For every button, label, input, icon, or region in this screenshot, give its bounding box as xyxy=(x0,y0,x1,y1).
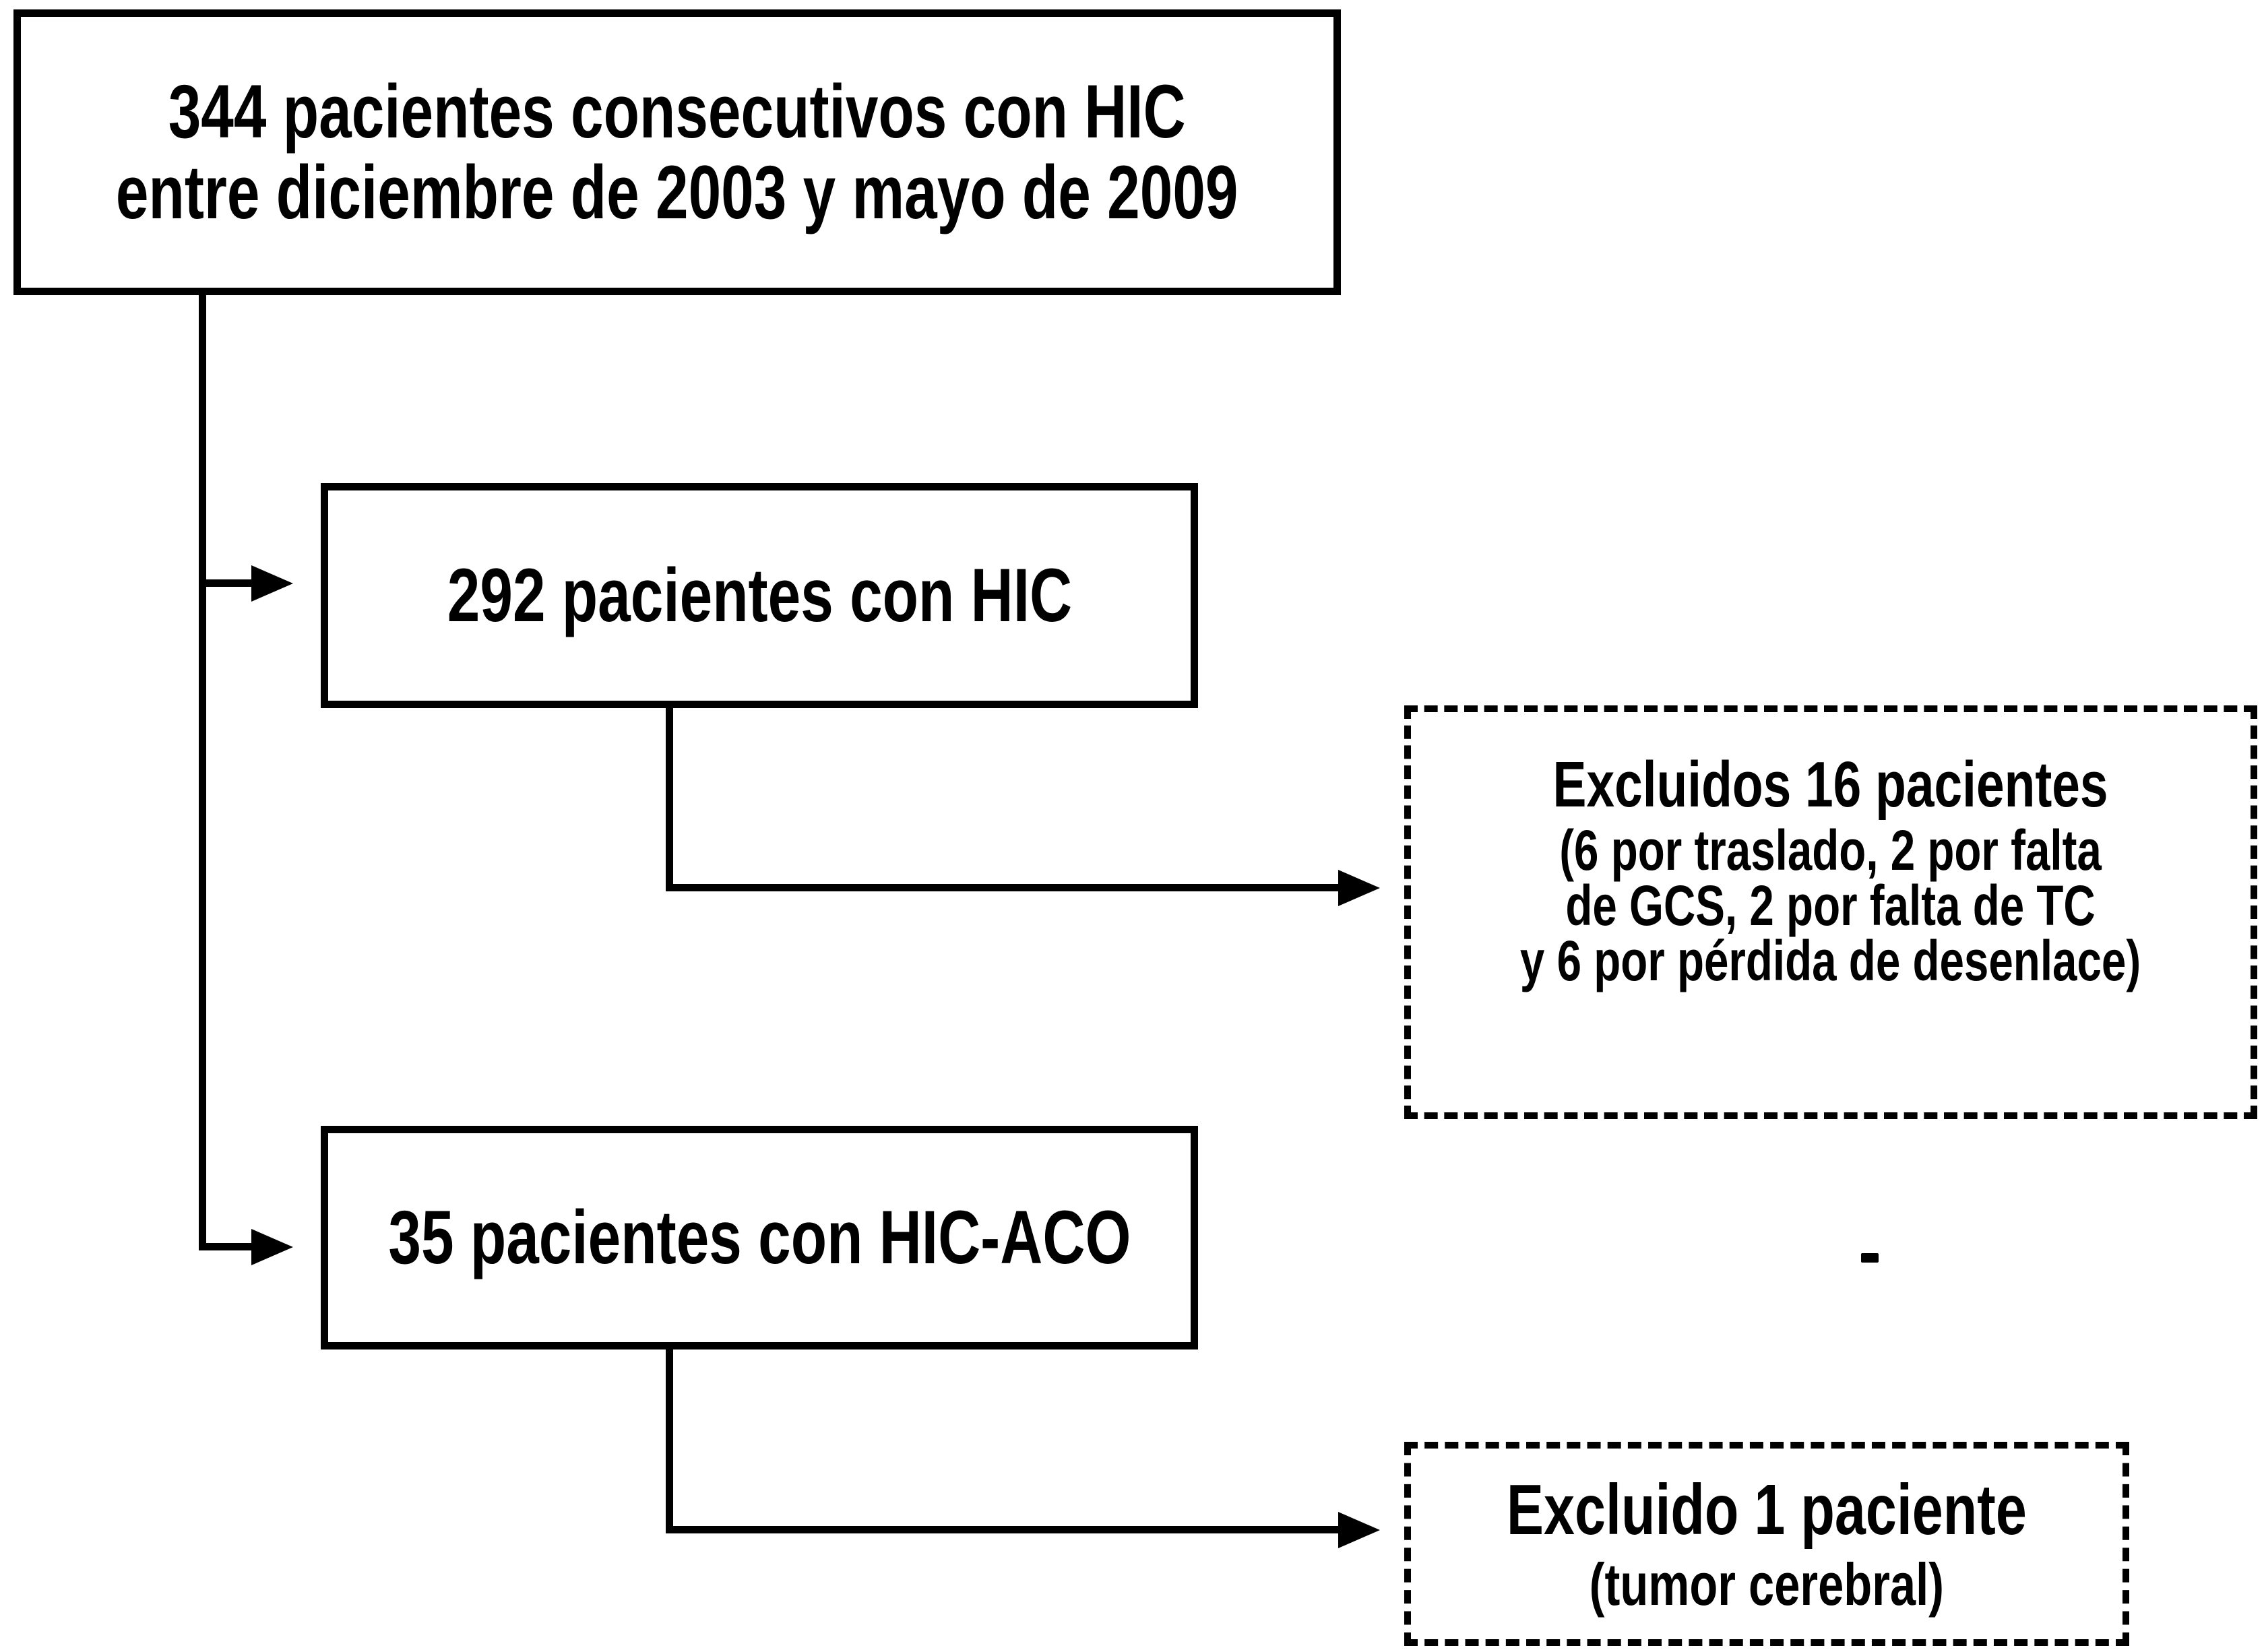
branch-1-connector-line xyxy=(199,579,253,587)
excluded-hic-detail-2: de GCS, 2 por falta de TC xyxy=(1565,874,2096,937)
cohort-hic-label: 292 pacientes con HIC xyxy=(447,553,1072,637)
enrollment-line-1: 344 pacientes consecutivos con HIC xyxy=(168,69,1186,154)
cohort-hic-box: 292 pacientes con HIC xyxy=(321,483,1198,708)
enrollment-box-text: 344 pacientes consecutivos con HIC entre… xyxy=(116,71,1238,233)
excluded-hic-title: Excluidos 16 pacientes xyxy=(1552,749,2109,821)
exclusion-2-connector-horizontal xyxy=(666,1526,1340,1533)
excluded-hic-aco-detail: (tumor cerebral) xyxy=(1589,1550,1945,1618)
excluded-hic-aco-box: Excluido 1 paciente (tumor cerebral) xyxy=(1404,1442,2129,1646)
exclusion-1-connector-horizontal xyxy=(666,884,1340,891)
enrollment-line-2: entre diciembre de 2003 y mayo de 2009 xyxy=(116,150,1238,234)
cohort-hic-aco-label: 35 pacientes con HIC-ACO xyxy=(388,1195,1131,1279)
enrollment-box: 344 pacientes consecutivos con HIC entre… xyxy=(13,9,1341,295)
excluded-hic-box: Excluidos 16 pacientes (6 por traslado, … xyxy=(1404,705,2257,1119)
excluded-hic-aco-box-text: Excluido 1 paciente (tumor cerebral) xyxy=(1507,1469,2027,1619)
cohort-hic-box-text: 292 pacientes con HIC xyxy=(447,555,1071,636)
exclusion-1-connector-vertical xyxy=(666,708,673,891)
ink-speck xyxy=(1861,1253,1879,1263)
cohort-hic-aco-box-text: 35 pacientes con HIC-ACO xyxy=(388,1197,1131,1278)
arrowhead-right-icon xyxy=(1338,1512,1380,1548)
branch-2-connector-line xyxy=(199,1243,253,1250)
arrowhead-right-icon xyxy=(1338,870,1380,906)
excluded-hic-box-text: Excluidos 16 pacientes (6 por traslado, … xyxy=(1520,747,2141,992)
excluded-hic-aco-title: Excluido 1 paciente xyxy=(1507,1469,2027,1550)
trunk-connector-line xyxy=(199,295,206,1250)
arrowhead-right-icon xyxy=(251,1229,293,1265)
excluded-hic-detail-1: (6 por traslado, 2 por falta xyxy=(1559,819,2102,882)
arrowhead-right-icon xyxy=(251,565,293,602)
cohort-hic-aco-box: 35 pacientes con HIC-ACO xyxy=(321,1126,1198,1349)
exclusion-2-connector-vertical xyxy=(666,1349,673,1533)
excluded-hic-detail-3: y 6 por pérdida de desenlace) xyxy=(1520,929,2141,992)
